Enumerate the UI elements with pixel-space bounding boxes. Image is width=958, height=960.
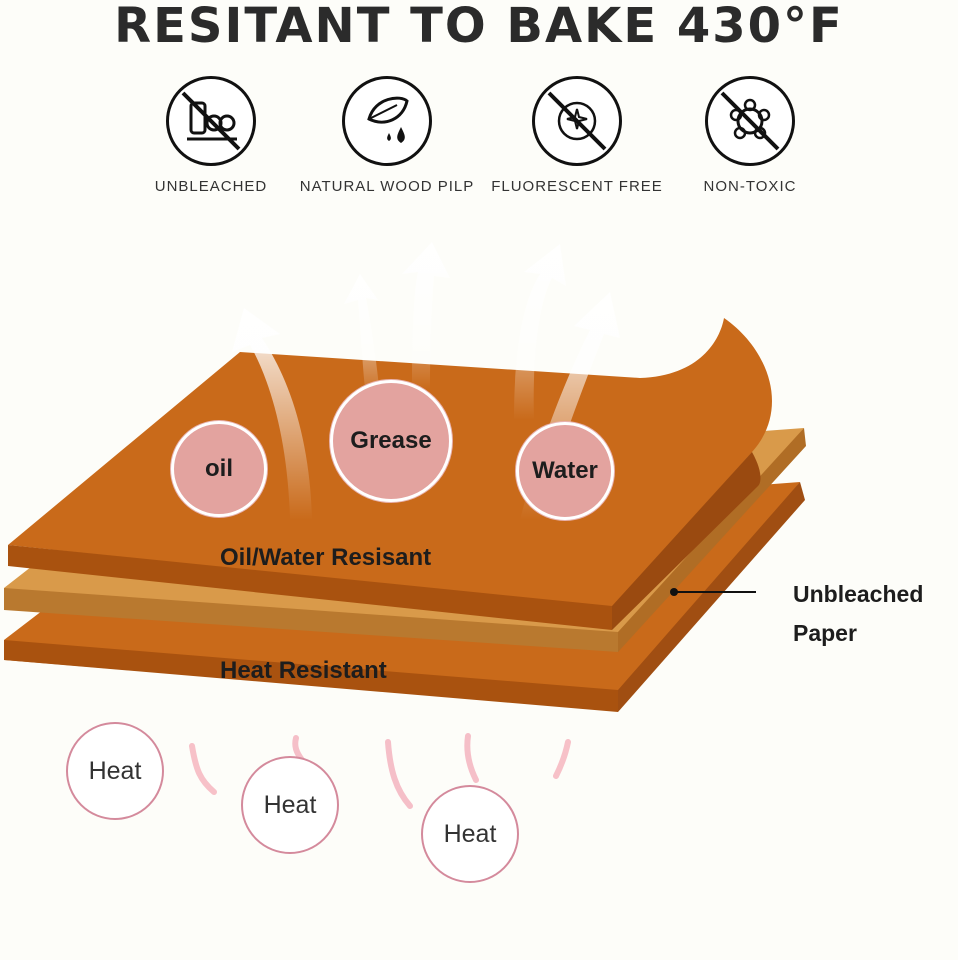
badge-label: FLUORESCENT FREE (491, 178, 663, 195)
side-label-line1: Unbleached (793, 581, 924, 607)
heat-bubble: Heat (66, 722, 164, 820)
headline: RESITANT TO BAKE 430°F (114, 0, 844, 54)
heat-bubble: Heat (421, 785, 519, 883)
no-fluorescent-icon (532, 76, 622, 166)
top-layer-label: Oil/Water Resisant (220, 544, 432, 571)
heat-label: Heat (88, 756, 142, 785)
heat-waves (189, 733, 571, 809)
grease-label: Grease (350, 427, 432, 454)
heat-bubble: Heat (241, 756, 339, 854)
heat-label: Heat (263, 790, 317, 819)
oil-label: oil (205, 455, 233, 482)
badge-fluorescent-free: FLUORESCENT FREE (482, 76, 672, 195)
side-label-line2: Paper (793, 620, 857, 646)
leaf-drop-icon (342, 76, 432, 166)
badge-non-toxic: NON-TOXIC (655, 76, 845, 195)
grease-bubble: Grease (330, 380, 452, 502)
badge-natural-wood-pulp: NATURAL WOOD PILP (292, 76, 482, 195)
no-toxin-icon (705, 76, 795, 166)
heat-label: Heat (443, 819, 497, 848)
badge-unbleached: UNBLEACHED (116, 76, 306, 195)
no-bleach-bottles-icon (166, 76, 256, 166)
oil-bubble: oil (171, 421, 267, 517)
water-label: Water (532, 457, 598, 484)
water-bubble: Water (516, 422, 614, 520)
badge-label: UNBLEACHED (154, 178, 268, 195)
unbleached-paper-label: Unbleached Paper (793, 575, 923, 653)
badge-label: NATURAL WOOD PILP (299, 178, 475, 195)
badge-label: NON-TOXIC (703, 178, 797, 195)
bottom-layer-label: Heat Resistant (220, 657, 387, 684)
